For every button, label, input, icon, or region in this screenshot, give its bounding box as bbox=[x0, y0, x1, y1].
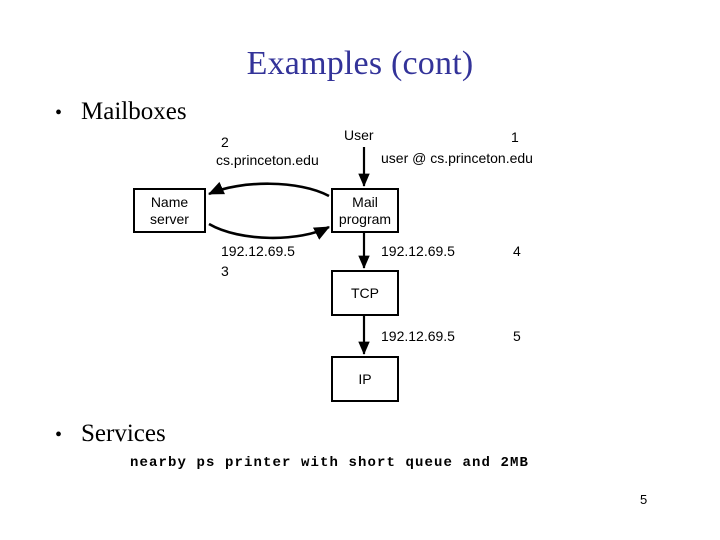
arrow-mail-program-to-name-server bbox=[208, 181, 330, 198]
diagram-label-ip-address-5: 192.12.69.5 bbox=[381, 328, 455, 344]
diagram-box-tcp: TCP bbox=[331, 270, 399, 316]
page-number: 5 bbox=[640, 492, 648, 507]
diagram-label-user: User bbox=[344, 127, 374, 143]
diagram-box-name-server: Name server bbox=[133, 188, 206, 233]
diagram-label-step-5: 5 bbox=[513, 328, 521, 344]
diagram-box-mail-program: Mail program bbox=[331, 188, 399, 233]
diagram-label-step-1: 1 bbox=[511, 129, 519, 145]
arrow-name-server-to-mail-program bbox=[208, 222, 330, 240]
bullet-marker-icon: • bbox=[55, 424, 63, 446]
diagram-label-user-address: user @ cs.princeton.edu bbox=[381, 150, 533, 166]
diagram-label-ip-address-3: 192.12.69.5 bbox=[221, 243, 295, 259]
diagram-label-step-4: 4 bbox=[513, 243, 521, 259]
bullet-item-services: • Services bbox=[55, 421, 166, 446]
bullet-label-services: Services bbox=[81, 420, 166, 447]
box-mail-program-line1: Mail bbox=[352, 193, 378, 210]
diagram-label-domain: cs.princeton.edu bbox=[216, 152, 319, 168]
page-title: Examples (cont) bbox=[246, 45, 474, 82]
bullet-label-mailboxes: Mailboxes bbox=[81, 98, 187, 125]
bullet-item-mailboxes: • Mailboxes bbox=[55, 99, 187, 124]
services-example-command: nearby ps printer with short queue and 2… bbox=[130, 455, 530, 471]
bullet-marker-icon: • bbox=[55, 102, 63, 124]
box-ip-label: IP bbox=[358, 370, 372, 387]
box-mail-program-line2: program bbox=[338, 210, 392, 227]
diagram-label-step-3: 3 bbox=[221, 263, 229, 279]
box-name-server-line2: server bbox=[150, 210, 189, 227]
diagram-label-step-2: 2 bbox=[221, 134, 229, 150]
box-name-server-line1: Name bbox=[150, 193, 189, 210]
diagram-label-ip-address-4: 192.12.69.5 bbox=[381, 243, 455, 259]
box-tcp-label: TCP bbox=[351, 284, 379, 301]
diagram-box-ip: IP bbox=[331, 356, 399, 402]
